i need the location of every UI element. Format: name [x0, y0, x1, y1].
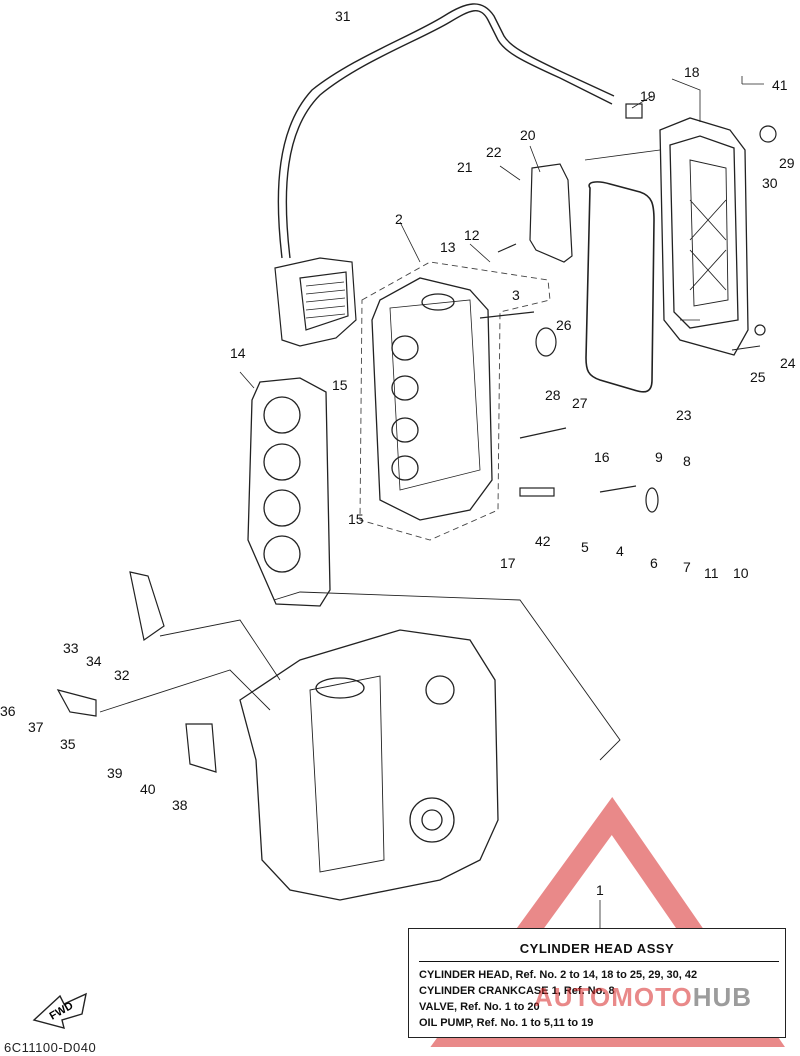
callout-1: 1 — [596, 882, 604, 898]
callout-42: 42 — [535, 533, 551, 549]
callout-2: 2 — [395, 211, 403, 227]
callout-32: 32 — [114, 667, 130, 683]
forward-arrow: FWD — [30, 990, 92, 1037]
watermark-right: HUB — [692, 982, 753, 1012]
callout-29: 29 — [779, 155, 795, 171]
callout-33: 33 — [63, 640, 79, 656]
callout-26: 26 — [556, 317, 572, 333]
callout-4: 4 — [616, 543, 624, 559]
callout-22: 22 — [486, 144, 502, 160]
watermark-left: AU — [534, 982, 574, 1012]
assy-title: CYLINDER HEAD ASSY — [519, 941, 675, 956]
assy-row-4: OIL PUMP, Ref. No. 1 to 5,11 to 19 — [419, 1017, 594, 1029]
callout-numbers: 1 2 3 4 5 6 7 8 9 10 11 12 13 14 15 15 1… — [0, 8, 796, 898]
callout-35: 35 — [60, 736, 76, 752]
assy-divider — [419, 961, 779, 962]
cylinder-head-outline — [359, 261, 551, 541]
callout-24: 24 — [780, 355, 796, 371]
callout-3: 3 — [512, 287, 520, 303]
callout-16: 16 — [594, 449, 610, 465]
callout-34: 34 — [86, 653, 102, 669]
callout-30: 30 — [762, 175, 778, 191]
callout-31: 31 — [335, 8, 351, 24]
valve-cover — [659, 117, 749, 356]
callout-38: 38 — [172, 797, 188, 813]
callout-7: 7 — [683, 559, 691, 575]
valve-cover-gasket — [585, 181, 655, 393]
callout-17: 17 — [500, 555, 516, 571]
callout-14: 14 — [230, 345, 246, 361]
callout-28: 28 — [545, 387, 561, 403]
callout-9: 9 — [655, 449, 663, 465]
callout-15a: 15 — [332, 377, 348, 393]
callout-20: 20 — [520, 127, 536, 143]
connection-lines — [99, 345, 761, 761]
callout-19: 19 — [640, 88, 656, 104]
callout-39: 39 — [107, 765, 123, 781]
callout-8: 8 — [683, 453, 691, 469]
callout-25: 25 — [750, 369, 766, 385]
assy-row-2: CYLINDER CRANKCASE 1, Ref. No. 8 — [419, 985, 615, 997]
diagram-code: 6C11100-D040 — [4, 1040, 97, 1055]
head-gasket — [247, 377, 331, 607]
cylinder-crankcase — [239, 629, 499, 901]
callout-10: 10 — [733, 565, 749, 581]
callout-11: 11 — [704, 565, 719, 581]
callout-5: 5 — [581, 539, 589, 555]
callout-40: 40 — [140, 781, 156, 797]
watermark-text: AUTOMOTOHUB — [534, 982, 752, 1013]
callout-37: 37 — [28, 719, 44, 735]
assembly-info-box: CYLINDER HEAD ASSY CYLINDER HEAD, Ref. N… — [408, 928, 786, 1038]
callout-21: 21 — [457, 159, 473, 175]
callout-15b: 15 — [348, 511, 364, 527]
fasteners — [56, 103, 777, 773]
callout-18: 18 — [684, 64, 700, 80]
callout-27: 27 — [572, 395, 588, 411]
breather-hose — [277, 3, 615, 259]
assy-row-1: CYLINDER HEAD, Ref. No. 2 to 14, 18 to 2… — [419, 969, 698, 981]
callout-23: 23 — [676, 407, 692, 423]
callout-41: 41 — [772, 77, 788, 93]
assy-row-3: VALVE, Ref. No. 1 to 20 — [419, 1001, 540, 1013]
leader-lines — [239, 76, 764, 928]
cylinder-head — [371, 277, 493, 521]
breather-cover — [274, 257, 357, 347]
callout-12: 12 — [464, 227, 480, 243]
callout-36: 36 — [0, 703, 16, 719]
callout-13: 13 — [440, 239, 456, 255]
callout-6: 6 — [650, 555, 658, 571]
cover-plate — [529, 163, 573, 263]
watermark-mid: TOMOTO — [573, 982, 693, 1012]
